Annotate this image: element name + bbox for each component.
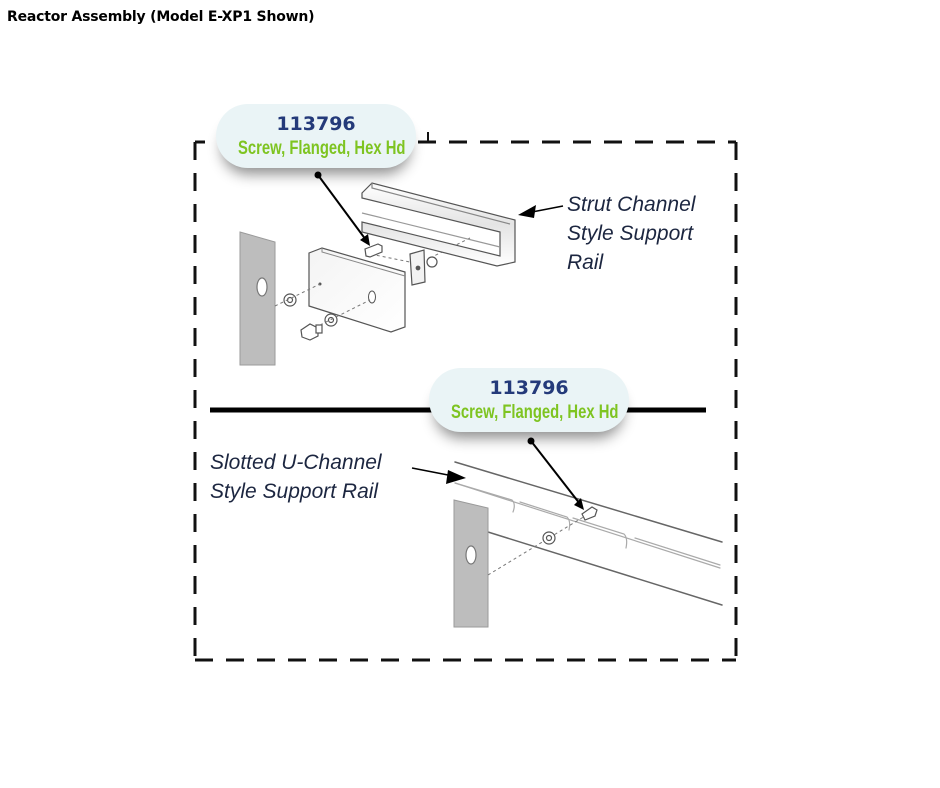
u-channel-pointer bbox=[411, 467, 466, 484]
strut-channel-rail bbox=[361, 182, 516, 267]
flanged-screw-top bbox=[364, 243, 383, 258]
label-strut-channel-rail: Strut Channel Style Support Rail bbox=[567, 193, 696, 274]
part-number: 113796 bbox=[276, 113, 356, 135]
reactor-leg-bottom bbox=[453, 499, 489, 628]
dashed-frame bbox=[193, 132, 738, 662]
label-u-channel-rail: Slotted U-Channel Style Support Rail bbox=[210, 451, 382, 503]
strut-rail-pointer bbox=[518, 205, 564, 218]
part-callout-bottom[interactable]: 113796 Screw, Flanged, Hex Hd bbox=[429, 368, 629, 432]
top-assembly-illustration bbox=[239, 171, 564, 366]
page-title: Reactor Assembly (Model E-XP1 Shown) bbox=[7, 9, 315, 25]
hardware-bottom bbox=[542, 506, 598, 545]
part-description: Screw, Flanged, Hex Hd bbox=[451, 402, 619, 423]
part-number: 113796 bbox=[489, 377, 569, 399]
alignment-line-bottom bbox=[487, 509, 596, 576]
callout-leader-top bbox=[314, 171, 370, 246]
u-channel-rail bbox=[454, 461, 723, 606]
mounting-bracket bbox=[308, 247, 406, 333]
reactor-leg-top bbox=[239, 231, 276, 366]
part-callout-top[interactable]: 113796 Screw, Flanged, Hex Hd bbox=[216, 104, 416, 168]
callout-leader-bottom bbox=[527, 437, 584, 510]
part-description: Screw, Flanged, Hex Hd bbox=[238, 138, 406, 159]
bottom-assembly-illustration bbox=[411, 437, 723, 628]
channel-nut bbox=[409, 249, 438, 286]
